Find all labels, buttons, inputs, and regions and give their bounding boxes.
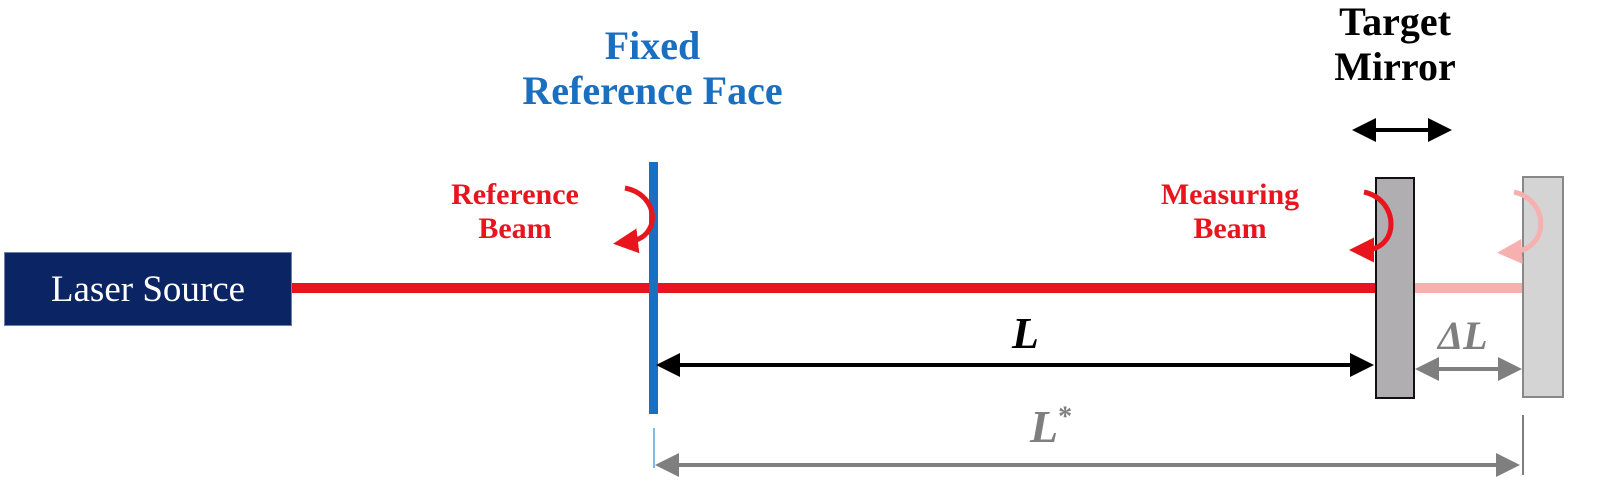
reference-beam-reflect-arrow <box>613 185 655 254</box>
measuring-beam-reflect-arrow <box>1349 189 1394 263</box>
fixed-reference-face-title: Fixed Reference Face <box>480 23 825 114</box>
target-mirror-title-line1: Target <box>1339 0 1451 44</box>
measuring-beam-label-line1: Measuring <box>1160 178 1300 211</box>
reference-beam-label-line2: Beam <box>478 211 552 245</box>
fixed-reference-face-title-line1: Fixed <box>604 23 701 68</box>
L-star-label: L* <box>1030 400 1072 453</box>
L-label: L <box>1012 309 1039 358</box>
L-star-base: L <box>1030 401 1059 452</box>
fixed-reference-face <box>649 162 658 414</box>
measuring-beam-label: Measuring Beam <box>1130 178 1330 245</box>
fixed-reference-face-title-line2: Reference Face <box>522 67 783 113</box>
target-mirror-title-line2: Mirror <box>1334 43 1456 89</box>
laser-source-box: Laser Source <box>4 252 292 326</box>
reference-beam-label-line1: Reference <box>451 178 579 211</box>
faded-reflect-arrow <box>1497 189 1544 264</box>
target-mirror-title: Target Mirror <box>1305 0 1485 90</box>
reference-beam-label: Reference Beam <box>415 178 615 245</box>
laser-source-label: Laser Source <box>50 268 246 310</box>
target-mirror <box>1375 177 1415 399</box>
measuring-beam-label-line2: Beam <box>1193 211 1267 245</box>
delta-L-label: ΔL <box>1438 313 1488 358</box>
L-star-superscript: * <box>1058 401 1073 433</box>
displaced-mirror <box>1522 176 1564 398</box>
